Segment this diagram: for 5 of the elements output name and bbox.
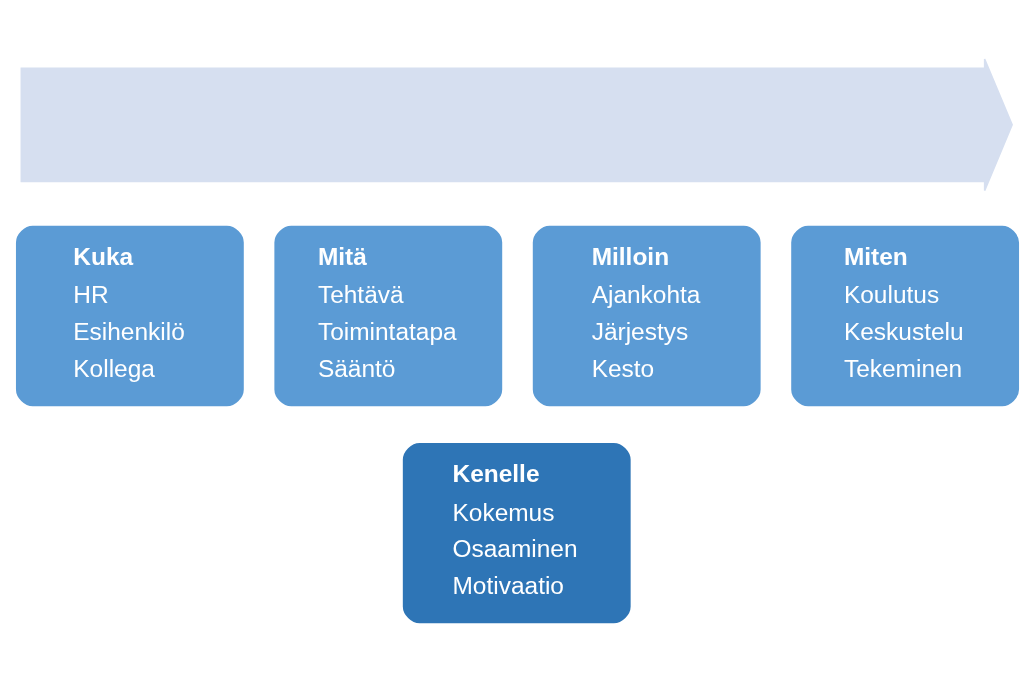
node-box: Mitä Tehtävä Toimintatapa Sääntö <box>271 222 506 410</box>
node-box: Miten Koulutus Keskustelu Tekeminen <box>788 222 1023 410</box>
node-arrow <box>20 58 1013 192</box>
node-box: Milloin Ajankohta Järjestys Kesto <box>529 222 764 410</box>
node-box: Kuka HR Esihenkilö Kollega <box>12 222 247 410</box>
